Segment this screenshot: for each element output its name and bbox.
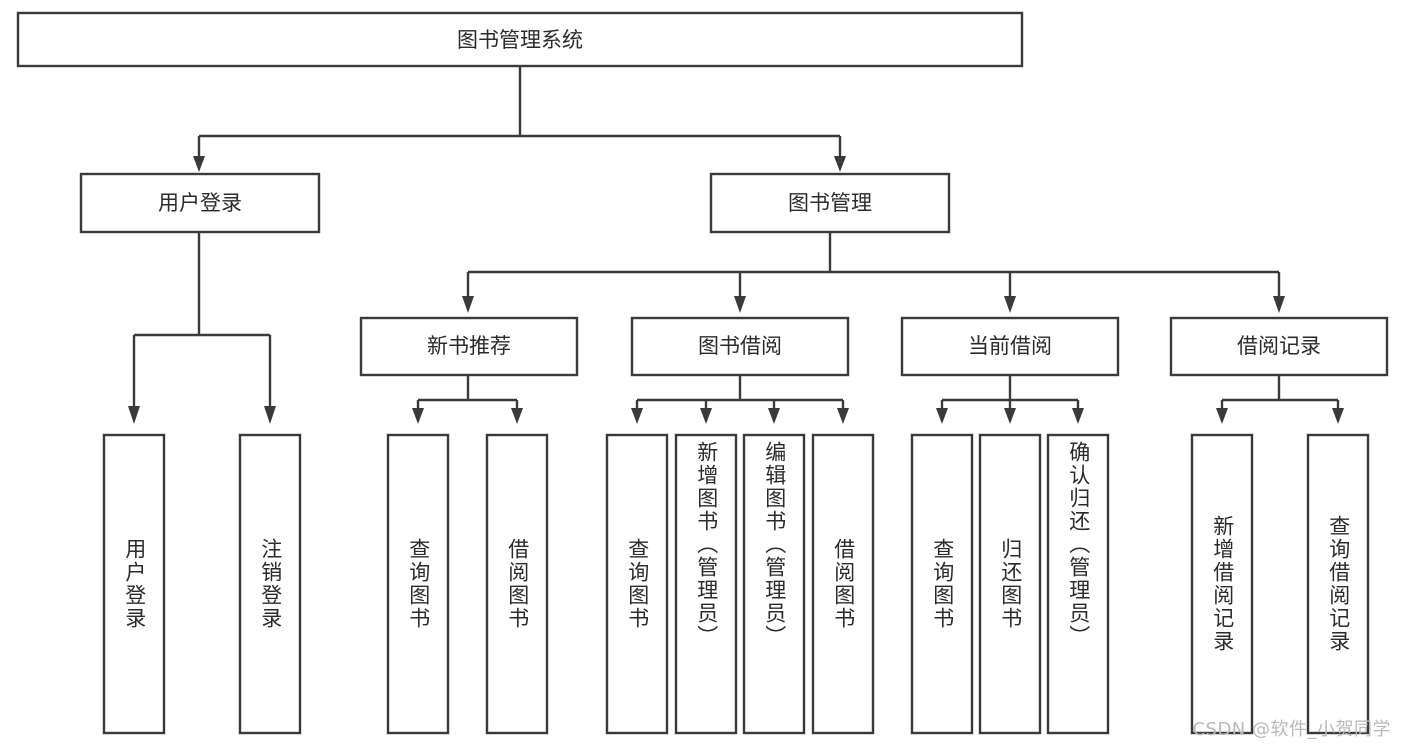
leaf-box-query-book-1[interactable] [386,433,450,735]
node-user-login[interactable]: 用户登录 [79,172,321,234]
leaf-box-borrow-book-1[interactable] [485,433,549,735]
node-book-borrow-label: 图书借阅 [698,334,782,358]
watermark-text: CSDN @软件_小贺同学 [1192,719,1391,740]
connector-newbook-to-leaves [412,375,523,424]
leaf-box-query-record[interactable] [1306,433,1370,735]
node-book-manage-label: 图书管理 [788,191,872,215]
node-book-manage[interactable]: 图书管理 [709,172,951,234]
leaf-box-query-book-2[interactable] [605,433,669,735]
node-new-book-rec[interactable]: 新书推荐 [359,316,579,377]
node-borrow-record[interactable]: 借阅记录 [1169,316,1389,377]
leaf-box-user-login[interactable] [102,433,166,735]
leaf-box-return-book[interactable] [978,433,1042,735]
connector-bookborrow-to-leaves [631,375,849,424]
leaf-box-logout[interactable] [238,433,302,735]
connector-userlogin-to-leaves [128,232,276,424]
node-user-login-label: 用户登录 [158,191,242,215]
leaf-box-borrow-book-2[interactable] [811,433,875,735]
node-borrow-record-label: 借阅记录 [1237,334,1321,358]
leaf-box-edit-book[interactable] [742,433,806,735]
leaf-box-confirm-return[interactable] [1046,433,1110,735]
connector-bookmanage-to-level3 [462,232,1285,313]
node-root-label: 图书管理系统 [457,28,583,52]
leaf-box-add-book[interactable] [674,433,738,735]
node-book-borrow[interactable]: 图书借阅 [630,316,850,377]
leaf-boxes [102,433,1370,735]
node-current-borrow[interactable]: 当前借阅 [900,316,1120,377]
node-current-borrow-label: 当前借阅 [968,334,1052,358]
node-root[interactable]: 图书管理系统 [16,11,1024,68]
connector-currentborrow-to-leaves [936,375,1084,424]
leaf-box-add-record[interactable] [1190,433,1254,735]
connector-borrowrecord-to-leaves [1216,375,1344,424]
leaf-box-query-book-3[interactable] [910,433,974,735]
node-new-book-rec-label: 新书推荐 [427,334,511,358]
connector-root-to-level2 [193,66,846,172]
